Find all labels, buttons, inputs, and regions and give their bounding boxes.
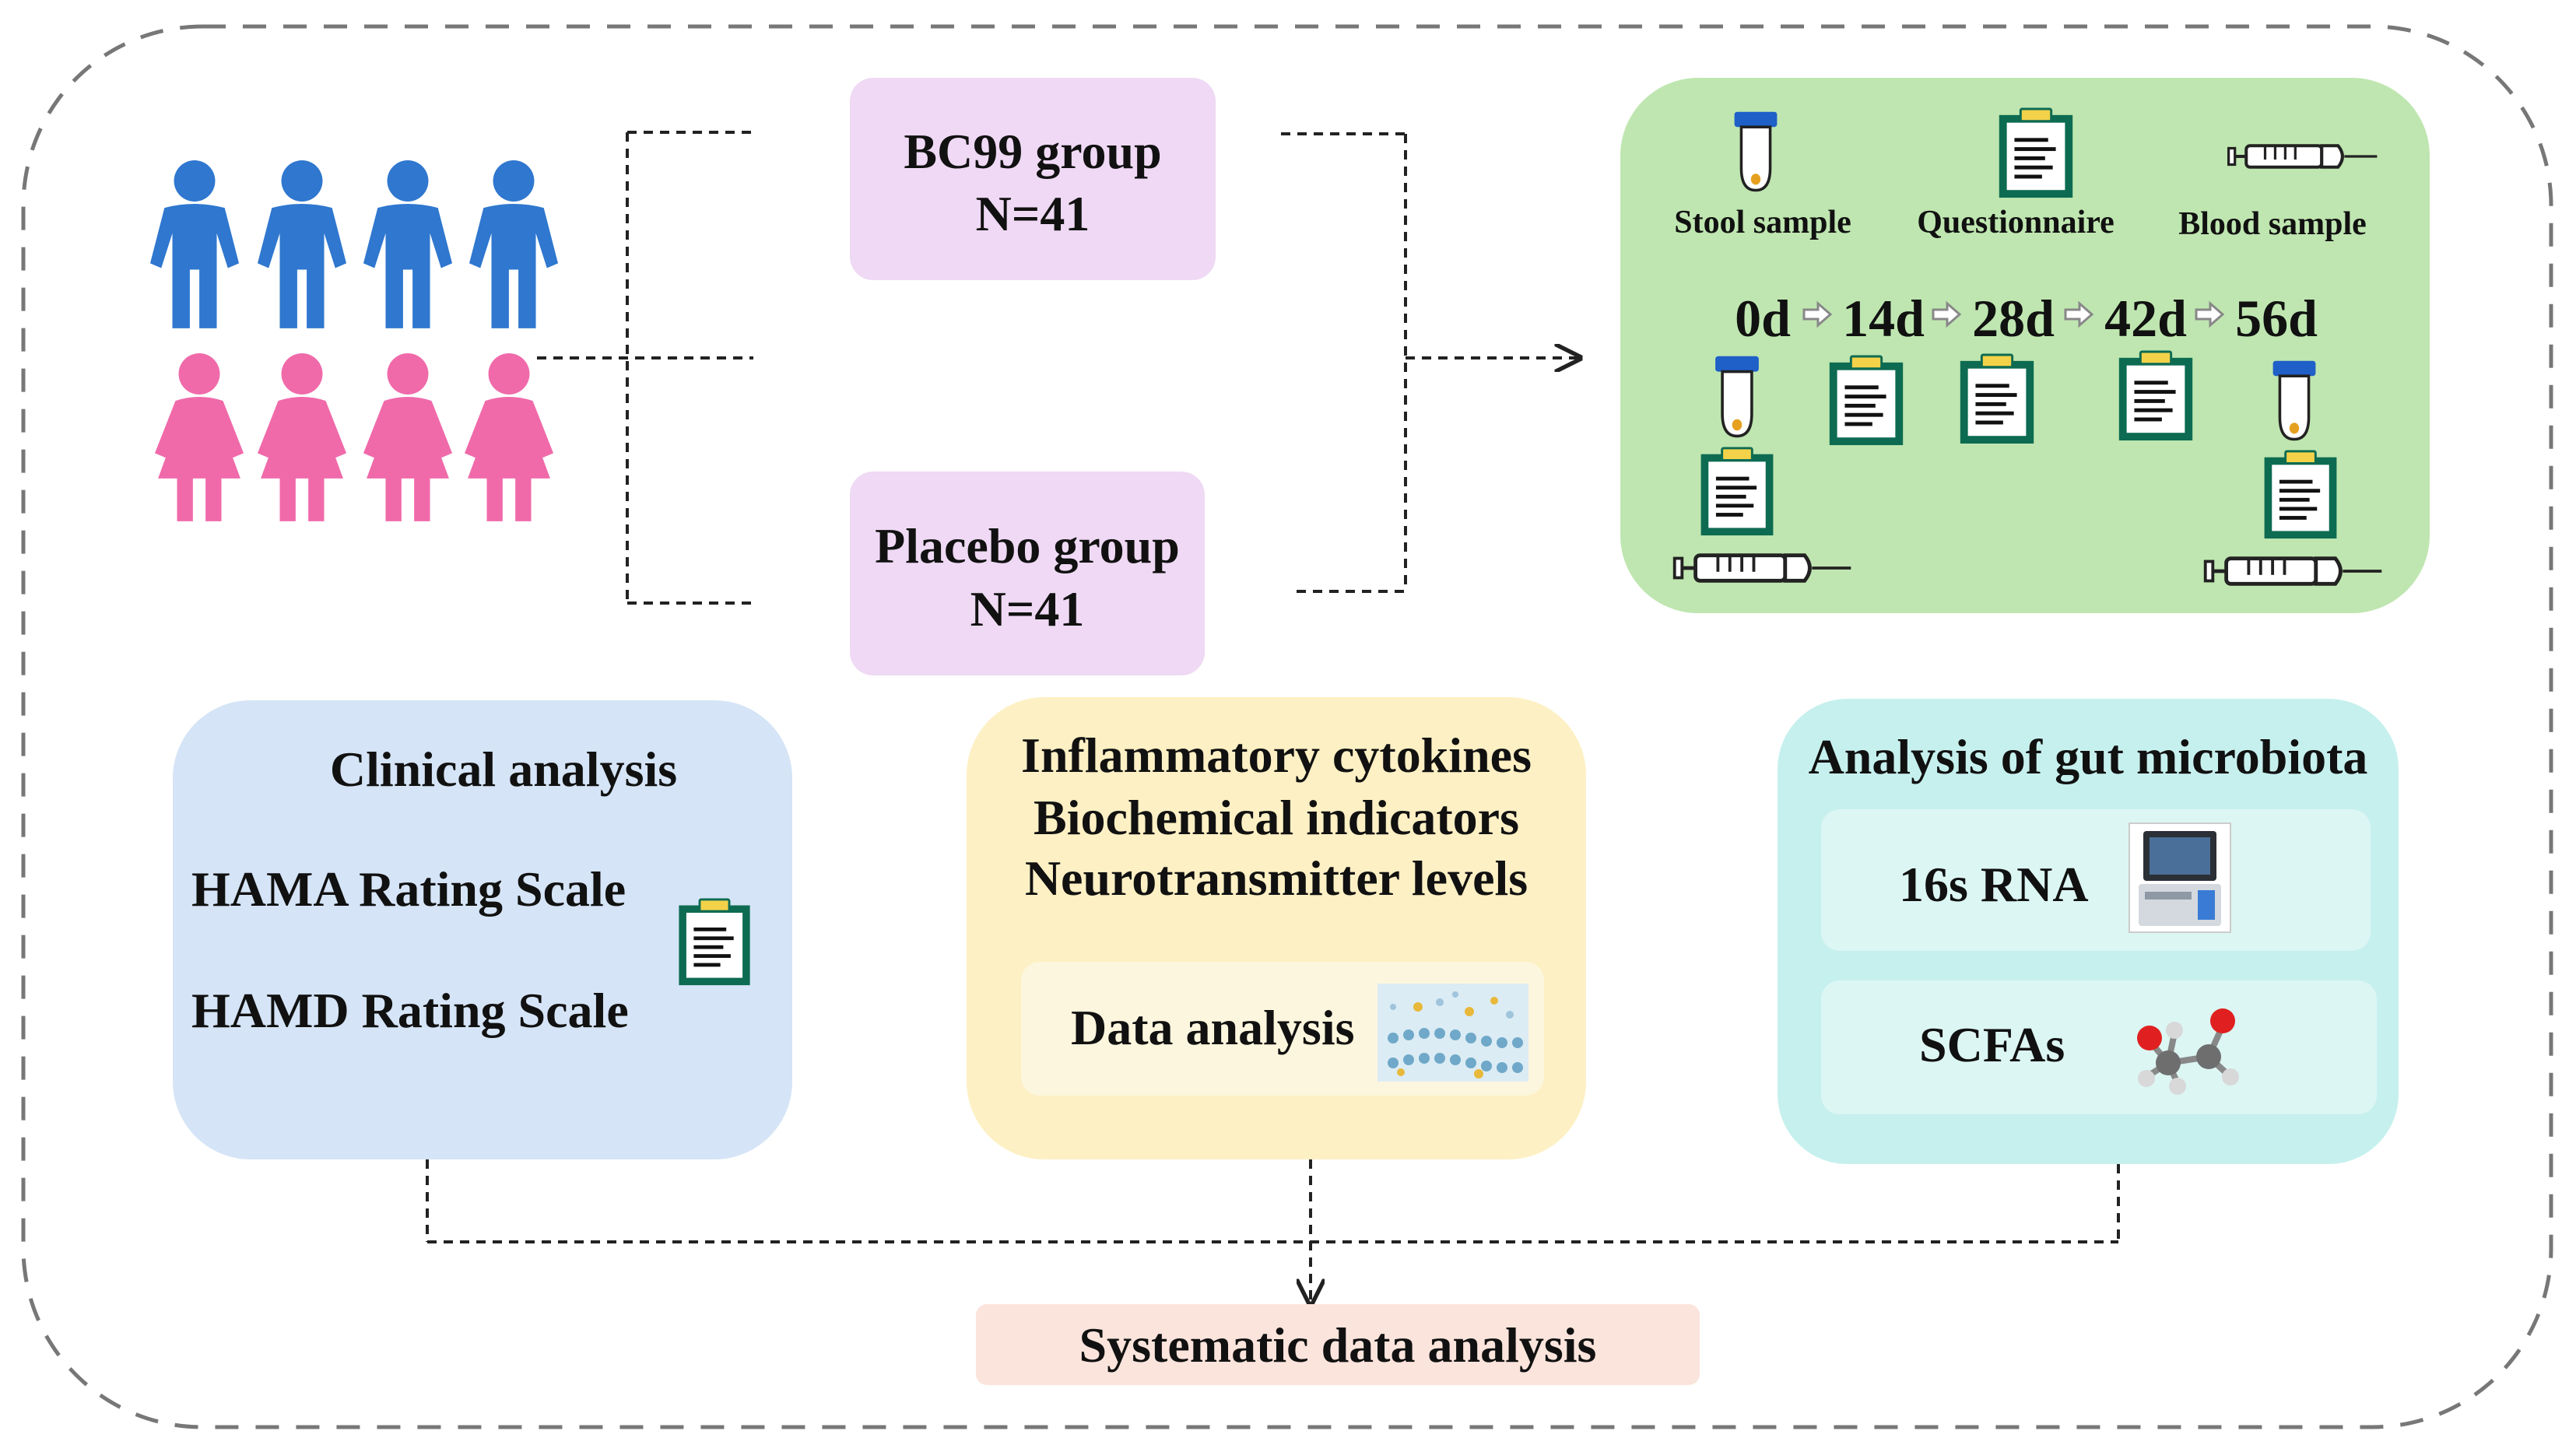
syringe-icon: [2202, 552, 2385, 590]
timepoint-42d: 42d: [2104, 289, 2187, 348]
bc99-group-name: BC99 group: [904, 124, 1162, 179]
timeline-arrow-icon: [1802, 300, 1833, 328]
clipboard-icon: [677, 898, 752, 987]
systematic-analysis-box: [976, 1304, 1700, 1385]
placebo-group-name: Placebo group: [875, 518, 1180, 573]
timepoint-14d: 14d: [1842, 289, 1925, 348]
outer-frame: [21, 24, 2553, 1429]
timepoint-0d: 0d: [1735, 289, 1791, 348]
group-split-connector: [537, 131, 753, 605]
timeline-arrow-icon: [2064, 300, 2094, 328]
scfa-panel: [1821, 980, 2377, 1114]
clipboard-icon: [1700, 447, 1774, 537]
scfa-label: SCFAs: [1919, 1017, 2065, 1072]
placebo-group-count: N=41: [970, 581, 1085, 637]
group-merge-connector: [1281, 132, 1580, 593]
test-tube-icon: [1714, 355, 1760, 438]
microbiota-title: Analysis of gut microbiota: [1808, 729, 2368, 784]
rna-sequencing-panel: [1821, 809, 2371, 951]
data-analysis-label: Data analysis: [1071, 1000, 1355, 1055]
rna-label: 16s RNA: [1899, 857, 2089, 912]
clipboard-icon: [2263, 450, 2338, 540]
timepoint-28d: 28d: [1972, 289, 2055, 348]
bc99-group-count: N=41: [975, 186, 1090, 241]
blood-sample-label: Blood sample: [2178, 206, 2367, 242]
clipboard-icon: [1959, 353, 2035, 445]
neurotransmitter-levels-label: Neurotransmitter levels: [1024, 851, 1528, 906]
hamd-scale-label: HAMD Rating Scale: [191, 983, 629, 1038]
molecule-icon: [2137, 1008, 2239, 1095]
test-tube-icon: [2271, 359, 2318, 441]
sequencer-icon: [2129, 822, 2231, 933]
systematic-analysis-label: Systematic data analysis: [1079, 1317, 1597, 1373]
hama-scale-label: HAMA Rating Scale: [191, 861, 626, 917]
placebo-group-box: [850, 472, 1205, 675]
clipboard-icon: [2118, 350, 2194, 442]
inflammatory-cytokines-label: Inflammatory cytokines: [1021, 728, 1532, 783]
timeline-arrow-icon: [1932, 300, 1962, 328]
timepoint-56d: 56d: [2235, 289, 2318, 348]
bc99-group-box: [850, 78, 1216, 280]
clinical-analysis-title: Clinical analysis: [329, 742, 678, 797]
syringe-icon: [1672, 549, 1854, 587]
stool-sample-label: Stool sample: [1674, 205, 1851, 240]
analysis-merge-connector: [426, 1159, 2120, 1304]
biochemical-indicators-label: Biochemical indicators: [1034, 790, 1519, 845]
questionnaire-label: Questionnaire: [1917, 205, 2114, 240]
timeline-arrow-icon: [2195, 300, 2225, 328]
clipboard-icon: [1828, 355, 1904, 447]
membrane-image-icon: [1377, 984, 1528, 1082]
